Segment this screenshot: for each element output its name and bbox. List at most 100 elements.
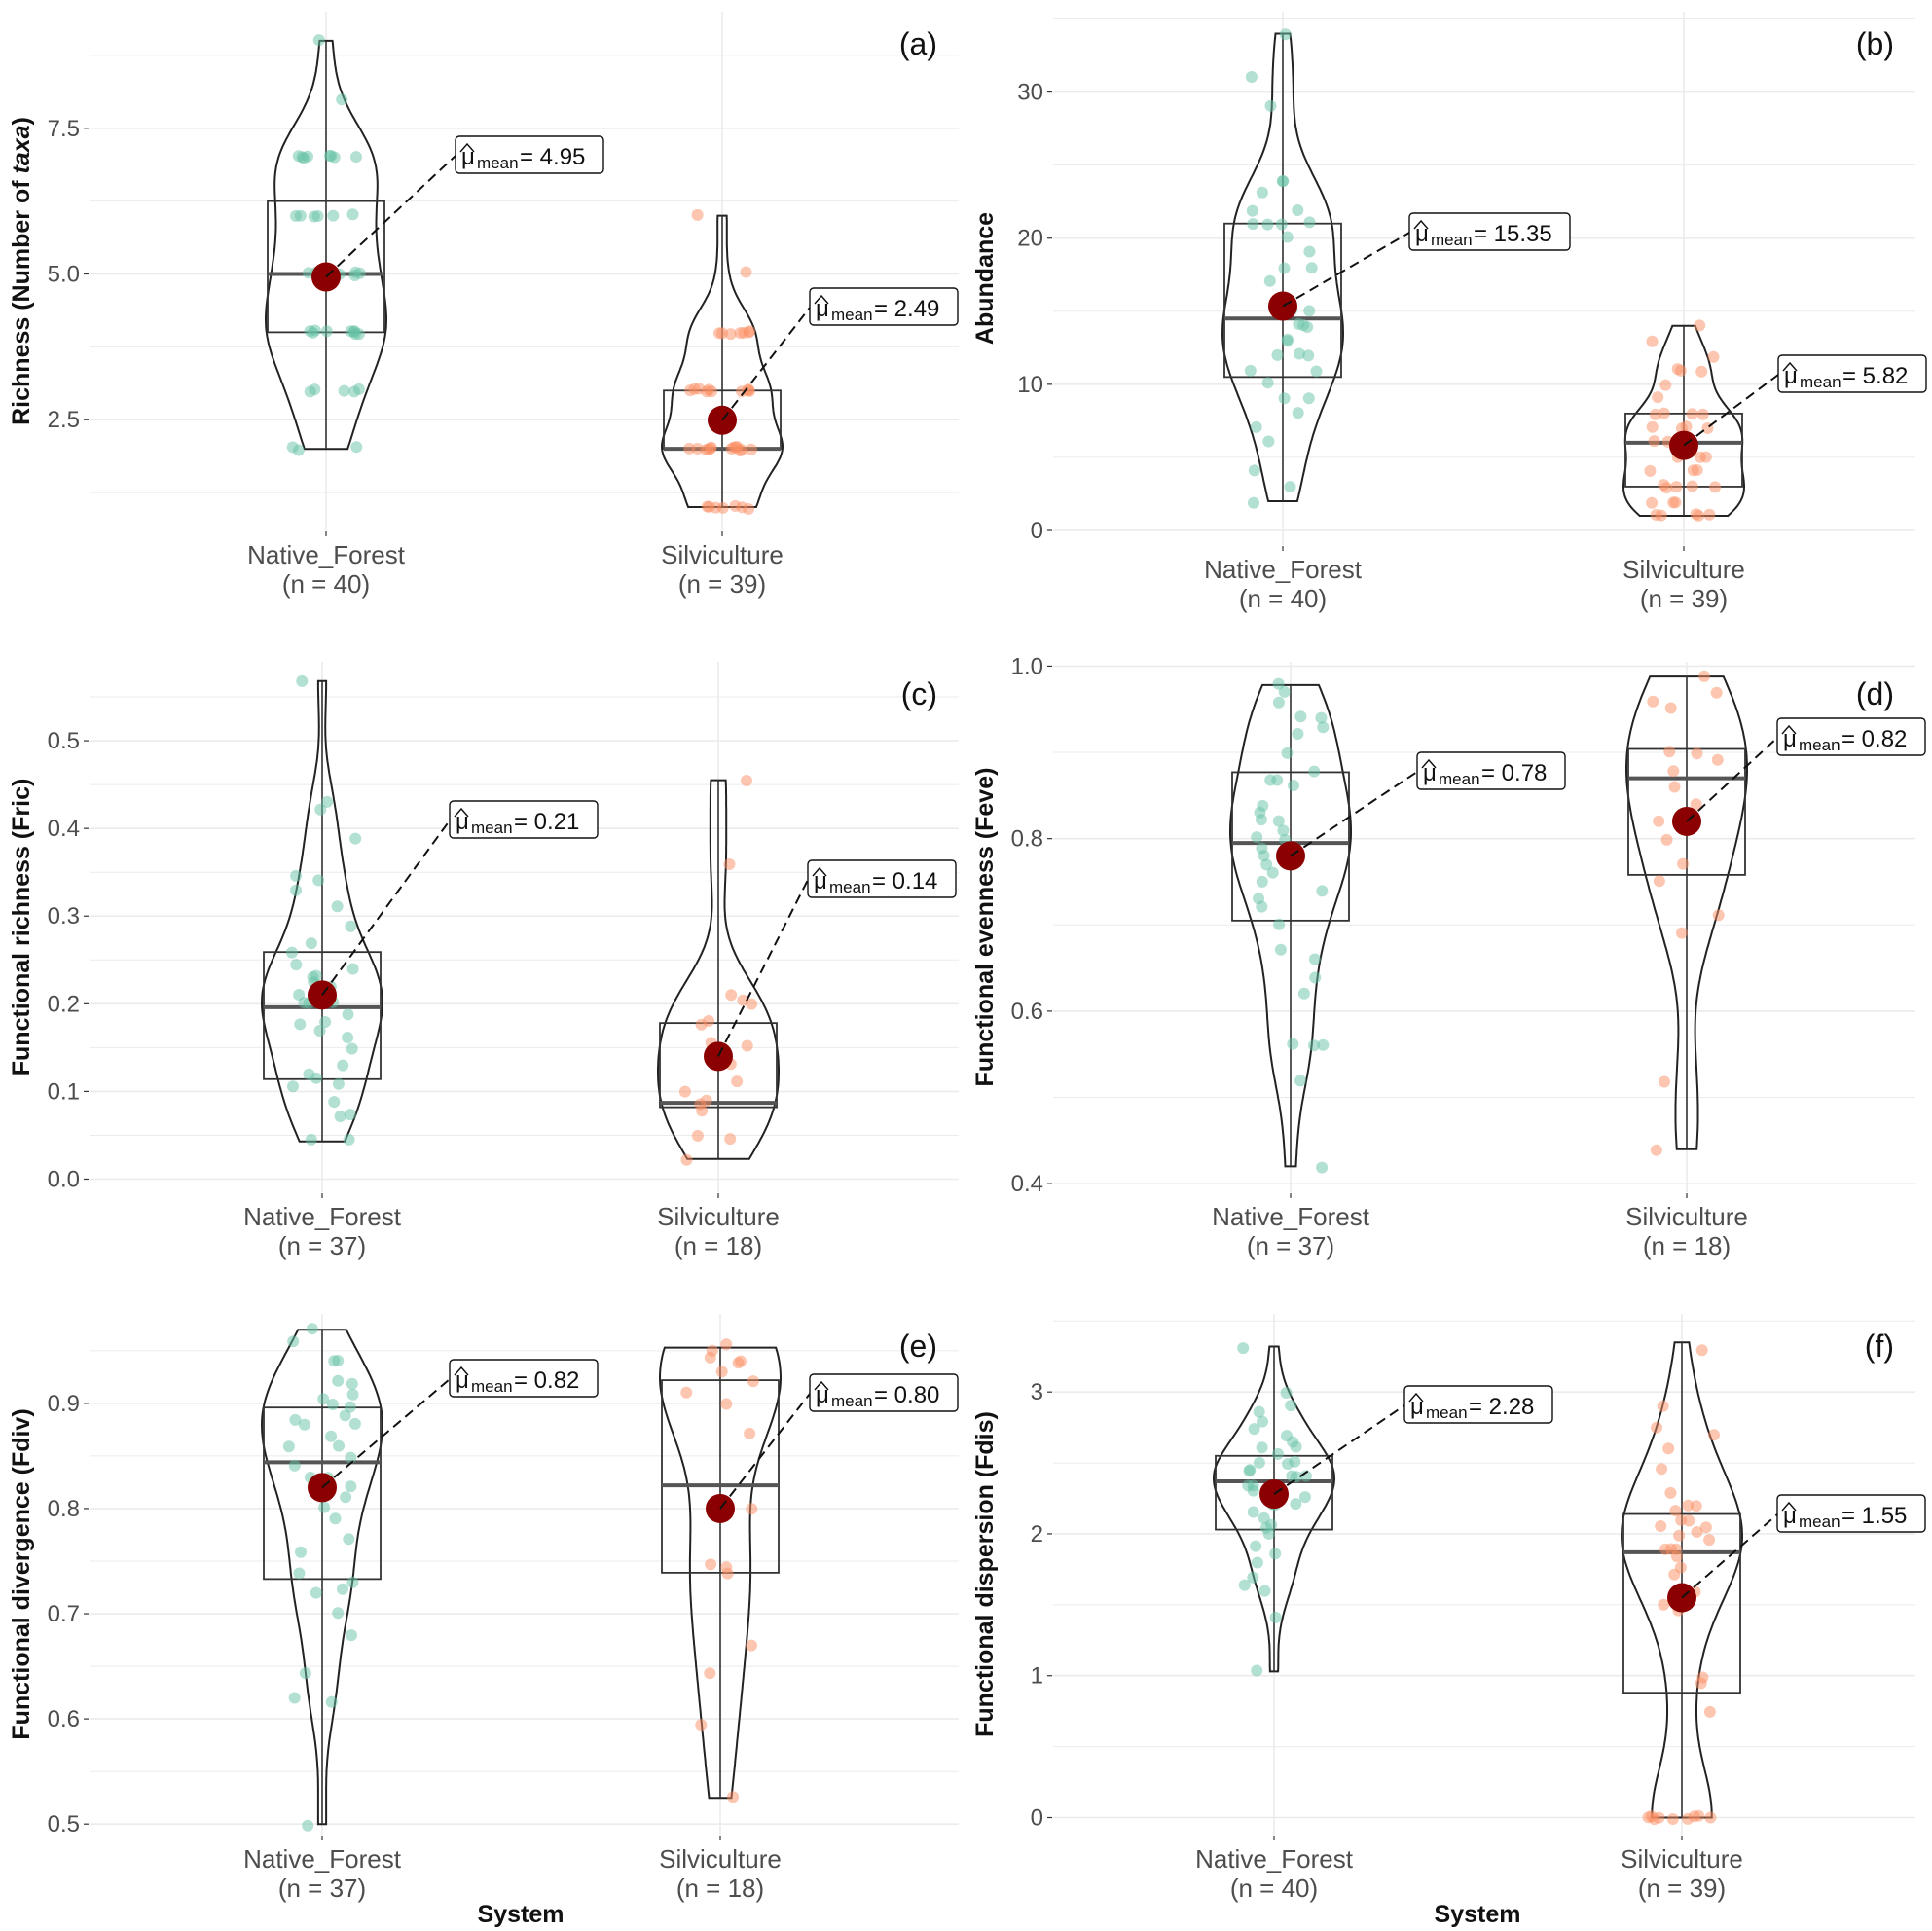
data-point: [1694, 319, 1706, 332]
data-point: [1669, 1505, 1682, 1517]
x-category-n-label: (n = 40): [282, 569, 370, 599]
data-point: [1301, 321, 1314, 333]
data-point: [1695, 365, 1708, 378]
data-point: [1690, 1500, 1702, 1512]
data-point: [1703, 1705, 1716, 1718]
y-axis-title: Functional evenness (Feve): [971, 768, 999, 1087]
x-category-label: Native_Forest: [1204, 555, 1363, 584]
data-point: [1245, 71, 1258, 83]
data-point: [742, 384, 754, 397]
data-point: [1686, 408, 1698, 420]
data-point: [1284, 481, 1296, 493]
y-axis-title-part: ): [8, 117, 35, 125]
data-point: [1309, 971, 1322, 984]
mean-annotation-box: [809, 1373, 959, 1412]
data-point: [1292, 728, 1304, 740]
data-point: [1709, 481, 1722, 493]
data-point: [350, 441, 363, 454]
mean-mu-symbol: μ: [456, 1367, 469, 1394]
mean-subscript: mean: [831, 306, 873, 324]
data-point: [282, 1440, 295, 1453]
data-point: [295, 1546, 307, 1558]
data-point: [348, 1417, 361, 1430]
y-axis-title: Functional richness (Fric): [8, 779, 35, 1076]
data-point: [1316, 885, 1329, 897]
x-category-label: Silviculture: [1625, 1202, 1748, 1231]
data-point: [1281, 335, 1294, 347]
y-tick-label: 0.9: [48, 1391, 80, 1417]
data-point: [1250, 420, 1262, 433]
data-point: [741, 775, 752, 786]
data-point: [288, 1692, 301, 1704]
hat-icon: [1408, 1392, 1424, 1403]
mean-annotation-box: [809, 287, 959, 326]
data-point: [345, 1480, 357, 1493]
data-point: [1298, 1491, 1311, 1504]
data-point: [741, 1039, 753, 1052]
data-point: [1652, 391, 1664, 404]
violin-silviculture: [660, 214, 784, 508]
violin-silviculture: [1625, 675, 1748, 1150]
x-category-n-label: (n = 18): [1643, 1231, 1731, 1260]
data-point: [344, 1401, 356, 1413]
data-point: [1712, 909, 1725, 922]
data-point: [1248, 496, 1259, 509]
data-point: [332, 1607, 345, 1620]
data-point: [318, 1501, 331, 1513]
data-point: [746, 1639, 757, 1652]
data-point: [1285, 1400, 1297, 1412]
y-axis-title-part: Richness (Number of: [8, 174, 35, 425]
data-point: [342, 1008, 354, 1021]
data-point: [724, 1133, 737, 1146]
data-point: [293, 1567, 306, 1580]
data-point: [1310, 365, 1323, 378]
mean-annotation-box: [1416, 751, 1566, 790]
data-point: [723, 858, 736, 870]
mean-annotation-leader: [1273, 1404, 1405, 1495]
mean-value-label: = 0.82: [1841, 726, 1907, 752]
mean-value-label: = 1.55: [1841, 1503, 1907, 1529]
data-point: [346, 963, 359, 975]
data-point: [313, 1025, 326, 1037]
hat-icon: [454, 1366, 469, 1376]
mean-subscript: mean: [1800, 373, 1841, 391]
data-point: [1271, 348, 1284, 361]
data-point: [731, 1075, 744, 1088]
data-point: [737, 994, 749, 1006]
data-point: [320, 325, 333, 338]
hat-icon: [814, 294, 829, 305]
data-point: [345, 1451, 357, 1464]
mean-value-label: = 2.49: [874, 296, 939, 322]
data-point: [328, 1355, 341, 1367]
data-point: [1244, 1464, 1257, 1476]
mean-subscript: mean: [471, 1377, 513, 1396]
data-point: [298, 997, 310, 1009]
x-category-label: Native_Forest: [243, 1202, 402, 1231]
mean-value-label: = 0.78: [1481, 760, 1547, 786]
data-point: [349, 832, 362, 845]
data-point: [1278, 392, 1291, 405]
data-point: [302, 150, 313, 163]
data-point: [1259, 1521, 1272, 1534]
x-category-label: Silviculture: [1622, 555, 1745, 584]
data-point: [680, 1386, 693, 1399]
x-axis-title-right: System: [1435, 1901, 1521, 1928]
box-iqr: [659, 1022, 778, 1109]
data-point: [1703, 1534, 1716, 1547]
data-point: [346, 1576, 359, 1588]
y-tick-label: 10: [1017, 372, 1043, 398]
data-point: [1686, 480, 1698, 492]
data-point: [1646, 335, 1659, 347]
data-point: [1271, 774, 1284, 786]
data-point: [346, 208, 359, 221]
data-point: [1653, 875, 1665, 888]
data-point: [298, 1418, 310, 1431]
data-point: [705, 1558, 717, 1571]
data-point: [1699, 451, 1712, 463]
